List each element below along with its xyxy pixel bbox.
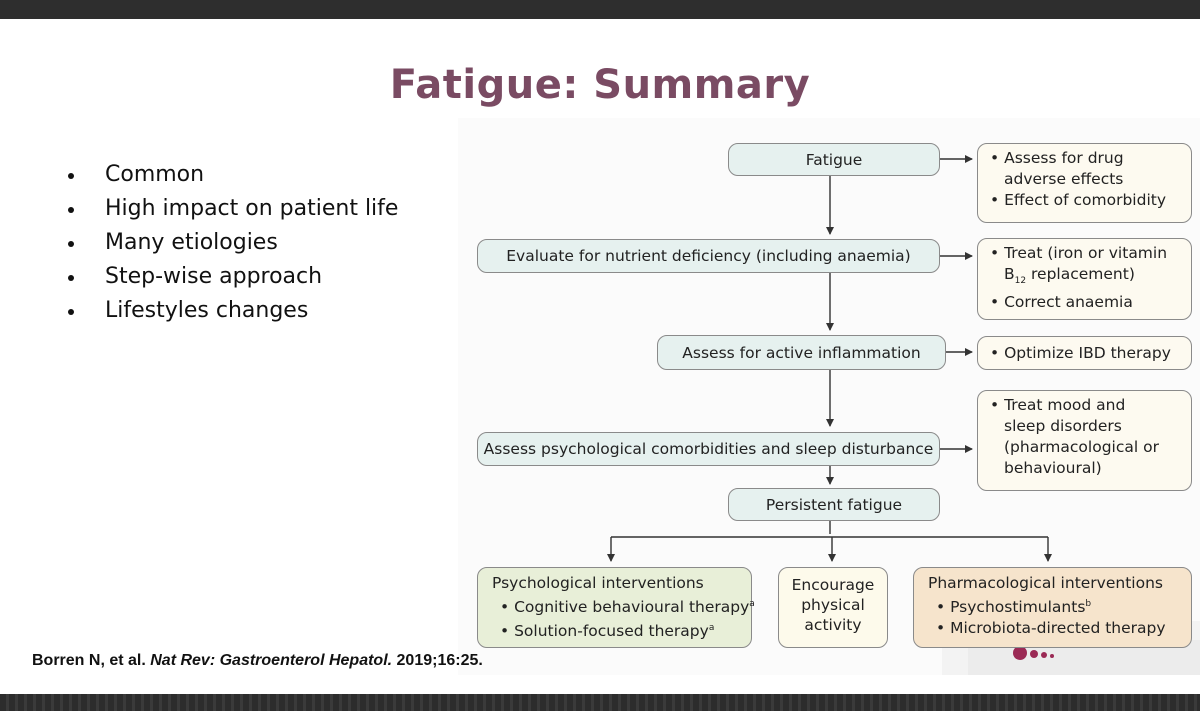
bullet-item: High impact on patient life [68, 192, 398, 226]
bullet-dot-icon [68, 173, 74, 179]
step-persistent-fatigue: Persistent fatigue [728, 488, 940, 521]
bullet-dot-icon [68, 309, 74, 315]
slide-title: Fatigue: Summary [389, 62, 811, 108]
bullet-dot-icon [68, 207, 74, 213]
bullet-item: Many etiologies [68, 226, 398, 260]
bullet-dot-icon [68, 275, 74, 281]
step-fatigue: Fatigue [728, 143, 940, 176]
bullet-item: Lifestyles changes [68, 294, 398, 328]
citation: Borren N, et al. Nat Rev: Gastroenterol … [32, 652, 483, 669]
physical-activity-box: Encourage physical activity [778, 567, 888, 648]
action-drug-effects: • Assess for drug adverse effects • Effe… [977, 143, 1192, 223]
action-treat-mood: • Treat mood and sleep disorders (pharma… [977, 390, 1192, 491]
step-psychological-comorbidities: Assess psychological comorbidities and s… [477, 432, 940, 466]
window-bottom-bar [0, 694, 1200, 711]
bullet-dot-icon [68, 241, 74, 247]
bullet-list: Common High impact on patient life Many … [68, 158, 398, 328]
step-active-inflammation: Assess for active inflammation [657, 335, 946, 370]
pharmacological-interventions-box: Pharmacological interventions • Psychost… [913, 567, 1192, 648]
bullet-item: Step-wise approach [68, 260, 398, 294]
psychological-interventions-box: Psychological interventions • Cognitive … [477, 567, 755, 648]
step-nutrient-deficiency: Evaluate for nutrient deficiency (includ… [477, 239, 940, 273]
action-optimize-ibd: • Optimize IBD therapy [977, 336, 1192, 370]
bullet-item: Common [68, 158, 398, 192]
action-nutrient-treatment: • Treat (iron or vitamin B12 replacement… [977, 238, 1192, 320]
